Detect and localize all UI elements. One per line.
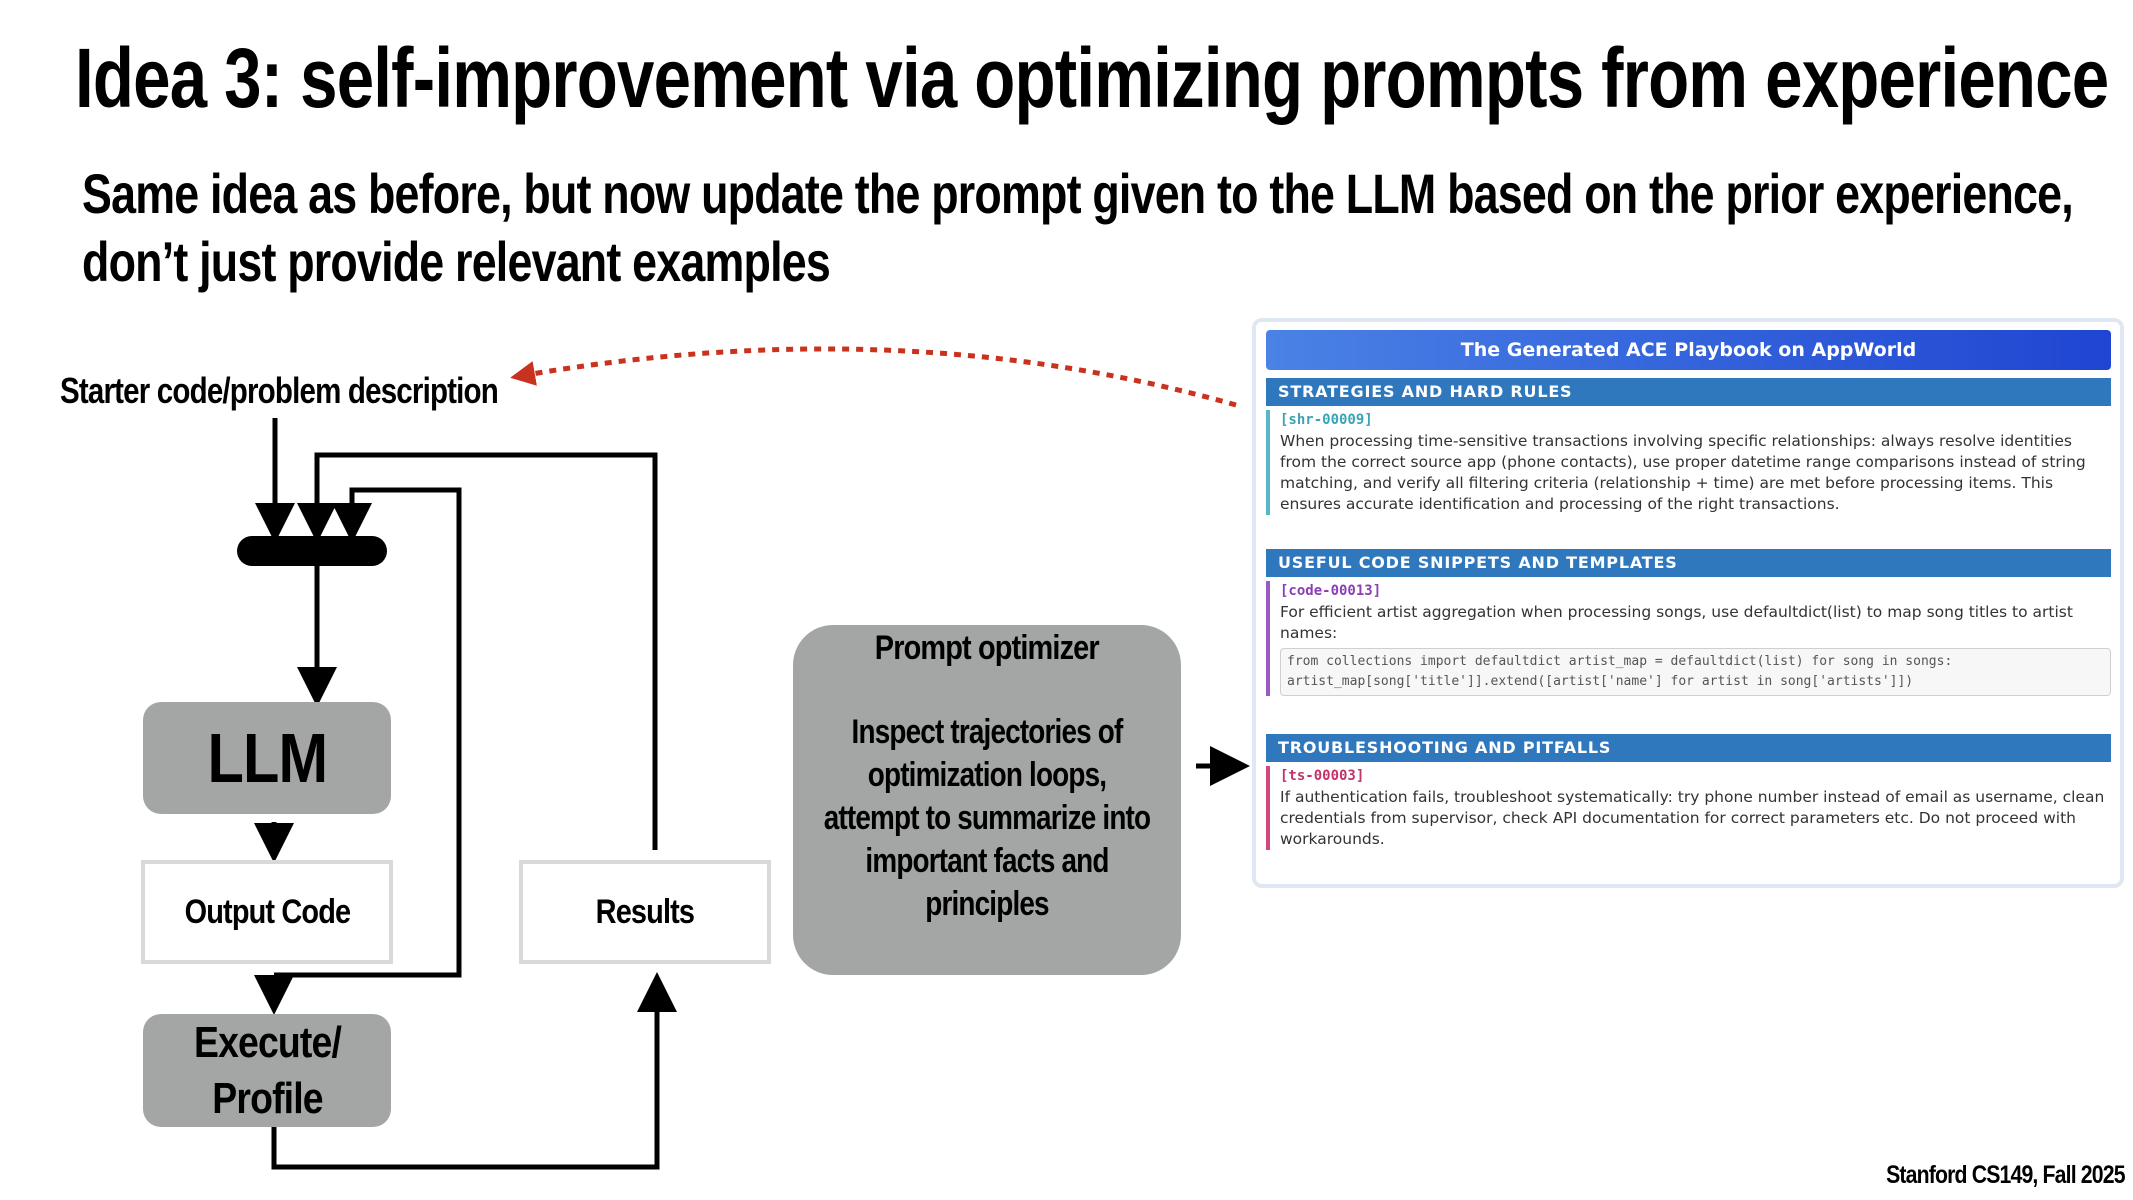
llm-label: LLM bbox=[207, 719, 328, 797]
course-footer: Stanford CS149, Fall 2025 bbox=[1886, 1161, 2125, 1189]
results-box: Results bbox=[519, 860, 771, 964]
arrow-execute-to-results bbox=[271, 972, 677, 1170]
optimizer-line: important facts and principles bbox=[865, 842, 1109, 923]
section-header-strategies: STRATEGIES AND HARD RULES bbox=[1266, 378, 2111, 406]
entry-id: [shr-00009] bbox=[1280, 412, 1373, 428]
section-header-troubleshooting: TROUBLESHOOTING AND PITFALLS bbox=[1266, 734, 2111, 762]
entry-text: For efficient artist aggregation when pr… bbox=[1280, 603, 2073, 642]
entry-text: When processing time-sensitive transacti… bbox=[1280, 432, 2086, 513]
prompt-optimizer-box: Prompt optimizer Inspect trajectories of… bbox=[793, 625, 1181, 975]
subtitle-line-2: don’t just provide relevant examples bbox=[82, 230, 831, 293]
section-body-code-snippets: [code-00013] For efficient artist aggreg… bbox=[1266, 581, 2111, 696]
entry-text: If authentication fails, troubleshoot sy… bbox=[1280, 788, 2105, 848]
execute-label-line-2: Profile bbox=[211, 1073, 323, 1123]
section-header-code-snippets: USEFUL CODE SNIPPETS AND TEMPLATES bbox=[1266, 549, 2111, 577]
playbook-header: The Generated ACE Playbook on AppWorld bbox=[1266, 330, 2111, 370]
subtitle-line-1: Same idea as before, but now update the … bbox=[82, 162, 2074, 225]
arrow-execute-loop bbox=[274, 487, 462, 978]
starter-label: Starter code/problem description bbox=[60, 370, 499, 411]
execute-profile-box: Execute/ Profile bbox=[143, 1014, 391, 1127]
merge-bar bbox=[237, 536, 387, 566]
slide-subtitle: Same idea as before, but now update the … bbox=[82, 160, 2074, 296]
feedback-arrow bbox=[510, 346, 1237, 408]
output-code-label: Output Code bbox=[184, 892, 350, 931]
code-snippet: from collections import defaultdict arti… bbox=[1280, 648, 2111, 696]
optimizer-title: Prompt optimizer bbox=[874, 629, 1100, 667]
optimizer-line: optimization loops, bbox=[867, 756, 1107, 794]
section-body-strategies: [shr-00009] When processing time-sensiti… bbox=[1266, 410, 2111, 515]
llm-box: LLM bbox=[143, 702, 391, 814]
output-code-box: Output Code bbox=[141, 860, 393, 964]
entry-id: [code-00013] bbox=[1280, 583, 1382, 599]
optimizer-line: attempt to summarize into bbox=[823, 799, 1151, 837]
results-label: Results bbox=[595, 892, 695, 931]
optimizer-line: Inspect trajectories of bbox=[851, 713, 1124, 751]
ace-playbook-panel: The Generated ACE Playbook on AppWorld S… bbox=[1252, 318, 2124, 888]
entry-id: [ts-00003] bbox=[1280, 768, 1365, 784]
execute-label-line-1: Execute/ bbox=[193, 1017, 341, 1067]
section-body-troubleshooting: [ts-00003] If authentication fails, trou… bbox=[1266, 766, 2111, 850]
arrow-results-loop bbox=[297, 452, 658, 850]
